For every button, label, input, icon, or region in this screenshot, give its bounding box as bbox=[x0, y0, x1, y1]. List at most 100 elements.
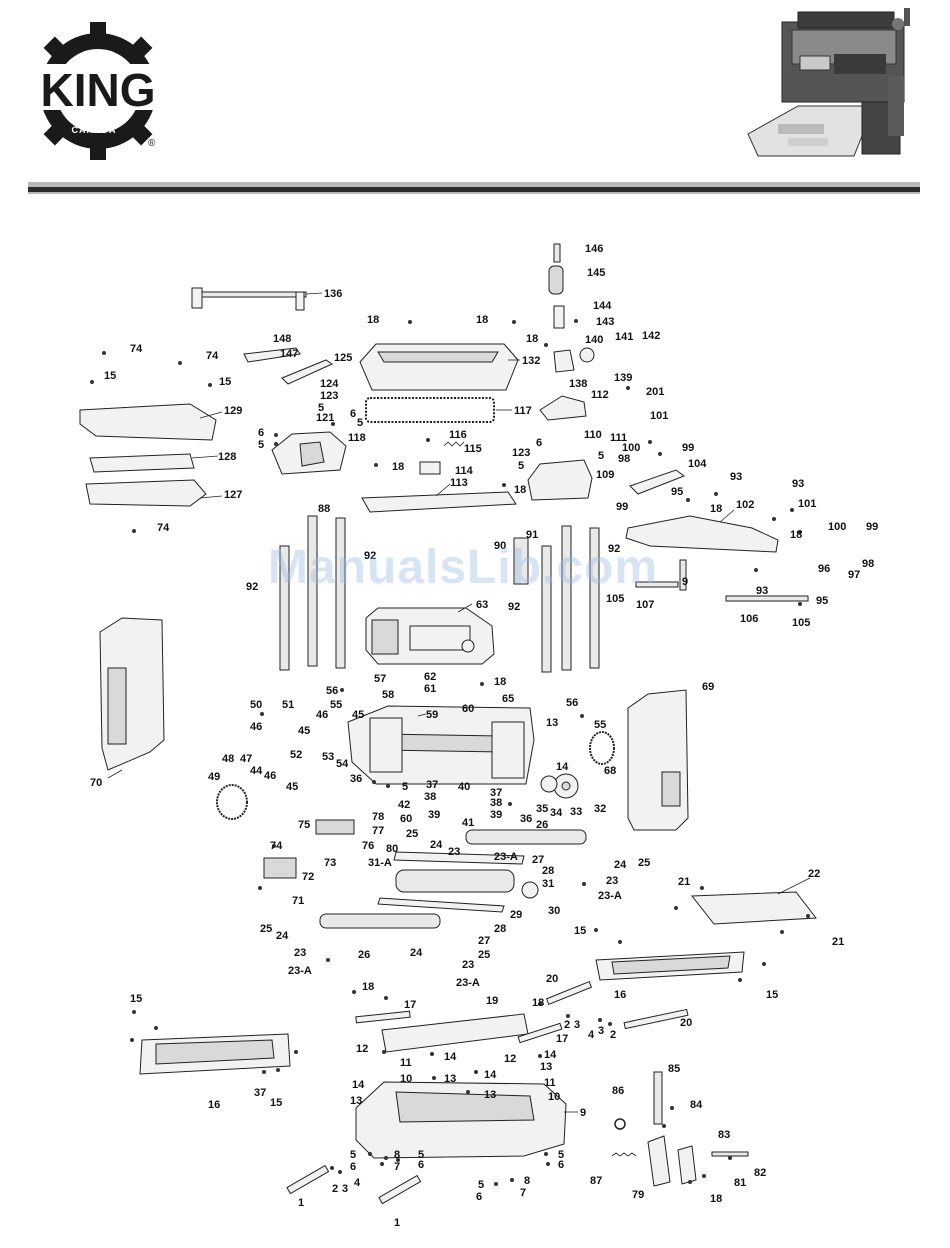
label-138: 138 bbox=[569, 378, 587, 390]
label-39b: 39 bbox=[490, 809, 502, 821]
bracket-112 bbox=[539, 395, 587, 421]
rail-20-top bbox=[545, 980, 593, 1006]
label-1a: 1 bbox=[298, 1197, 304, 1209]
label-37a: 37 bbox=[426, 779, 438, 791]
label-143: 143 bbox=[596, 316, 614, 328]
plate-72 bbox=[263, 857, 297, 879]
label-87: 87 bbox=[590, 1175, 602, 1187]
label-123b: 123 bbox=[512, 447, 530, 459]
label-50: 50 bbox=[250, 699, 262, 711]
label-14c: 14 bbox=[352, 1079, 365, 1091]
scale-83 bbox=[677, 1145, 697, 1185]
crank-144 bbox=[553, 305, 565, 329]
label-62: 62 bbox=[424, 671, 436, 683]
crank-shaft-146 bbox=[553, 243, 561, 263]
pulley-34 bbox=[540, 775, 558, 793]
roller-26-top bbox=[465, 829, 587, 845]
label-80: 80 bbox=[386, 843, 398, 855]
label-121: 121 bbox=[316, 412, 334, 424]
label-21a: 21 bbox=[678, 876, 690, 888]
label-116: 116 bbox=[449, 429, 467, 441]
spring-87 bbox=[611, 1152, 637, 1157]
label-37b: 37 bbox=[490, 787, 502, 799]
label-77: 77 bbox=[372, 825, 384, 837]
label-111: 111 bbox=[610, 432, 627, 444]
label-45a: 45 bbox=[352, 709, 364, 721]
label-74c: 74 bbox=[157, 522, 170, 534]
label-99b: 99 bbox=[616, 501, 628, 513]
label-44: 44 bbox=[250, 765, 263, 777]
label-31A: 31-A bbox=[368, 857, 392, 869]
label-15e: 15 bbox=[130, 993, 142, 1005]
label-104: 104 bbox=[688, 458, 707, 470]
label-124: 124 bbox=[320, 378, 339, 390]
label-45b: 45 bbox=[298, 725, 310, 737]
top-cover-132 bbox=[359, 343, 520, 391]
label-38a: 38 bbox=[424, 791, 436, 803]
label-5j: 5 bbox=[478, 1179, 484, 1191]
label-74d: 74 bbox=[270, 840, 283, 852]
label-2b: 2 bbox=[610, 1029, 616, 1041]
label-6g: 6 bbox=[476, 1191, 482, 1203]
cutterhead-31 bbox=[395, 869, 539, 899]
label-56a: 56 bbox=[326, 685, 338, 697]
label-22: 22 bbox=[808, 868, 820, 880]
label-6f: 6 bbox=[558, 1159, 564, 1171]
label-53: 53 bbox=[322, 751, 334, 763]
label-144: 144 bbox=[593, 300, 612, 312]
hardware-screws bbox=[90, 319, 810, 1186]
label-147: 147 bbox=[280, 348, 298, 360]
label-13b: 13 bbox=[444, 1073, 456, 1085]
label-48: 48 bbox=[222, 753, 234, 765]
label-16b: 16 bbox=[208, 1099, 220, 1111]
label-107: 107 bbox=[636, 599, 654, 611]
label-18c: 18 bbox=[526, 333, 538, 345]
label-8a: 8 bbox=[394, 1149, 400, 1161]
label-82: 82 bbox=[754, 1167, 766, 1179]
label-105b: 105 bbox=[792, 617, 810, 629]
pulley-33 bbox=[553, 773, 579, 799]
block-114 bbox=[419, 461, 441, 475]
label-13e: 13 bbox=[484, 1089, 496, 1101]
label-30: 30 bbox=[548, 905, 560, 917]
foot-1-right bbox=[378, 1174, 422, 1205]
bracket-79 bbox=[647, 1135, 671, 1187]
label-11b: 11 bbox=[544, 1077, 556, 1089]
label-2c: 2 bbox=[332, 1183, 338, 1195]
label-58: 58 bbox=[382, 689, 394, 701]
rod-107 bbox=[635, 581, 679, 588]
callout-labels: 146 145 144 143 142 141 140 139 138 201 … bbox=[90, 243, 878, 1229]
label-51: 51 bbox=[282, 699, 294, 711]
column-92-mid bbox=[335, 517, 346, 669]
label-113: 113 bbox=[450, 477, 468, 489]
column-91 bbox=[561, 525, 572, 671]
label-24a: 24 bbox=[430, 839, 443, 851]
label-129: 129 bbox=[224, 405, 242, 417]
plate-113 bbox=[361, 483, 517, 513]
label-37c: 37 bbox=[254, 1087, 266, 1099]
label-13d: 13 bbox=[540, 1061, 552, 1073]
rod-82 bbox=[711, 1151, 749, 1157]
label-42: 42 bbox=[398, 799, 410, 811]
label-25c: 25 bbox=[260, 923, 272, 935]
ring-86 bbox=[614, 1118, 626, 1130]
label-55b: 55 bbox=[594, 719, 606, 731]
label-15b: 15 bbox=[219, 376, 231, 388]
label-140: 140 bbox=[585, 334, 603, 346]
label-92a: 92 bbox=[364, 550, 376, 562]
label-23Ad: 23-A bbox=[456, 977, 480, 989]
label-26b: 26 bbox=[358, 949, 370, 961]
label-14a: 14 bbox=[556, 761, 569, 773]
blade-28 bbox=[377, 897, 505, 913]
label-21b: 21 bbox=[832, 936, 844, 948]
label-5e: 5 bbox=[598, 450, 604, 462]
label-18j: 18 bbox=[532, 997, 544, 1009]
label-10a: 10 bbox=[400, 1073, 412, 1085]
label-9b: 9 bbox=[580, 1107, 586, 1119]
label-65: 65 bbox=[502, 693, 514, 705]
label-132: 132 bbox=[522, 355, 540, 367]
label-145: 145 bbox=[587, 267, 605, 279]
label-56b: 56 bbox=[566, 697, 578, 709]
label-92b: 92 bbox=[246, 581, 258, 593]
label-18d: 18 bbox=[392, 461, 404, 473]
